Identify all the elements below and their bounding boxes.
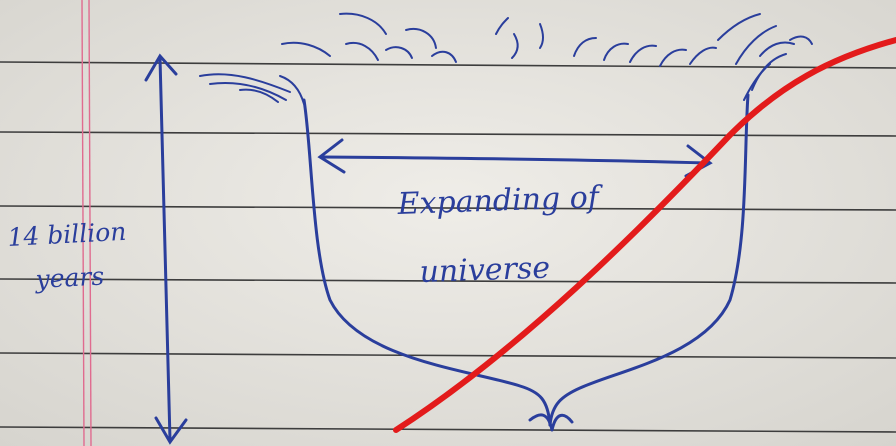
ruled-lines (0, 61, 896, 433)
spray-stroke (405, 28, 437, 49)
expansion-label-line2: universe (419, 250, 551, 290)
spray-stroke (759, 41, 795, 57)
red-cross-out-line (393, 37, 896, 433)
rule-line (0, 426, 896, 433)
time-label-line1: 14 billion (7, 217, 127, 252)
spray-stroke (339, 12, 387, 35)
spray-stroke (385, 46, 413, 59)
time-arrow (144, 53, 188, 445)
spray-stroke (199, 73, 291, 93)
time-arrow-shaft (158, 56, 172, 442)
spray-stroke (573, 37, 597, 57)
margin-line (88, 0, 92, 446)
rule-line (0, 352, 896, 359)
bowl-left-wall (302, 98, 552, 427)
spray-stroke (345, 42, 379, 61)
rule-line (0, 61, 896, 69)
spray-stroke (431, 50, 457, 63)
margin-line (81, 0, 85, 446)
margin-lines (81, 0, 92, 446)
expansion-arrow-shaft (320, 155, 710, 165)
time-arrow-head-top (144, 53, 178, 82)
spray-stroke (789, 35, 813, 45)
bowl-right-wall (548, 93, 750, 427)
spray-strokes (199, 12, 813, 105)
spray-stroke (539, 23, 544, 49)
expansion-label-line1: Expanding of (396, 180, 604, 222)
bowl-stem (528, 413, 574, 432)
spray-stroke (735, 25, 777, 65)
spray-stroke (659, 48, 687, 67)
spray-stroke (689, 46, 717, 65)
expansion-arrow-head-left (317, 138, 346, 174)
spray-stroke (629, 44, 657, 63)
universe-bowl (302, 93, 750, 432)
rule-line (0, 278, 896, 284)
spray-stroke (209, 82, 287, 101)
rule-line (0, 205, 896, 211)
spray-stroke (279, 75, 305, 105)
time-arrow-head-bottom (154, 416, 188, 445)
time-label-line2: years (34, 261, 105, 294)
spray-stroke (511, 33, 519, 59)
spray-stroke (239, 88, 279, 103)
spray-stroke (743, 63, 771, 101)
spray-stroke (717, 13, 761, 41)
spray-stroke (281, 41, 331, 57)
spray-stroke (495, 17, 509, 35)
spray-stroke (603, 42, 629, 61)
